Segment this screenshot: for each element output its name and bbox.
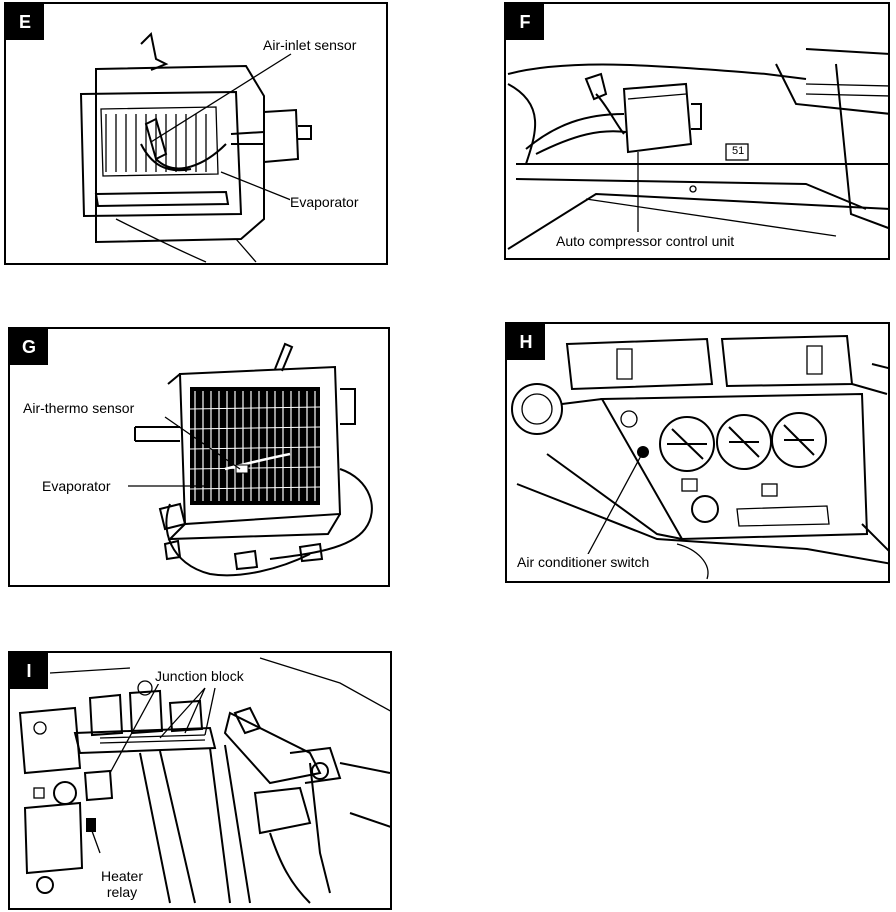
panel-f-drawing: [507, 48, 888, 250]
panel-e: E Air-inlet sensor Evaporator: [4, 2, 388, 265]
panel-i-badge: I: [10, 653, 48, 689]
panel-e-drawing: [79, 31, 312, 263]
panel-i: I Junction b: [8, 651, 392, 910]
panel-f: F 51 Auto compressor control unit: [504, 2, 890, 260]
panel-g: G Air-thermo sensor Evaporator: [8, 327, 390, 587]
label-auto-compressor-control-unit: Auto compressor control unit: [556, 233, 735, 249]
panel-g-badge: G: [10, 329, 48, 365]
label-evaporator-g: Evaporator: [42, 478, 111, 494]
label-evaporator-e: Evaporator: [290, 194, 359, 210]
label-junction-block: Junction block: [155, 668, 244, 684]
panel-h: H Air conditioner switch: [505, 322, 890, 583]
panel-e-badge: E: [6, 4, 44, 40]
panel-f-badge: F: [506, 4, 544, 40]
label-heater-relay: Heater relay: [92, 868, 152, 900]
label-air-thermo-sensor: Air-thermo sensor: [23, 400, 135, 416]
label-air-conditioner-switch: Air conditioner switch: [517, 554, 650, 570]
panel-g-drawing: [128, 342, 373, 577]
panel-h-badge: H: [507, 324, 545, 360]
label-air-inlet-sensor: Air-inlet sensor: [263, 37, 357, 53]
panel-i-drawing: [18, 657, 390, 904]
plate-51: 51: [732, 145, 745, 157]
panel-h-drawing: [511, 334, 888, 580]
